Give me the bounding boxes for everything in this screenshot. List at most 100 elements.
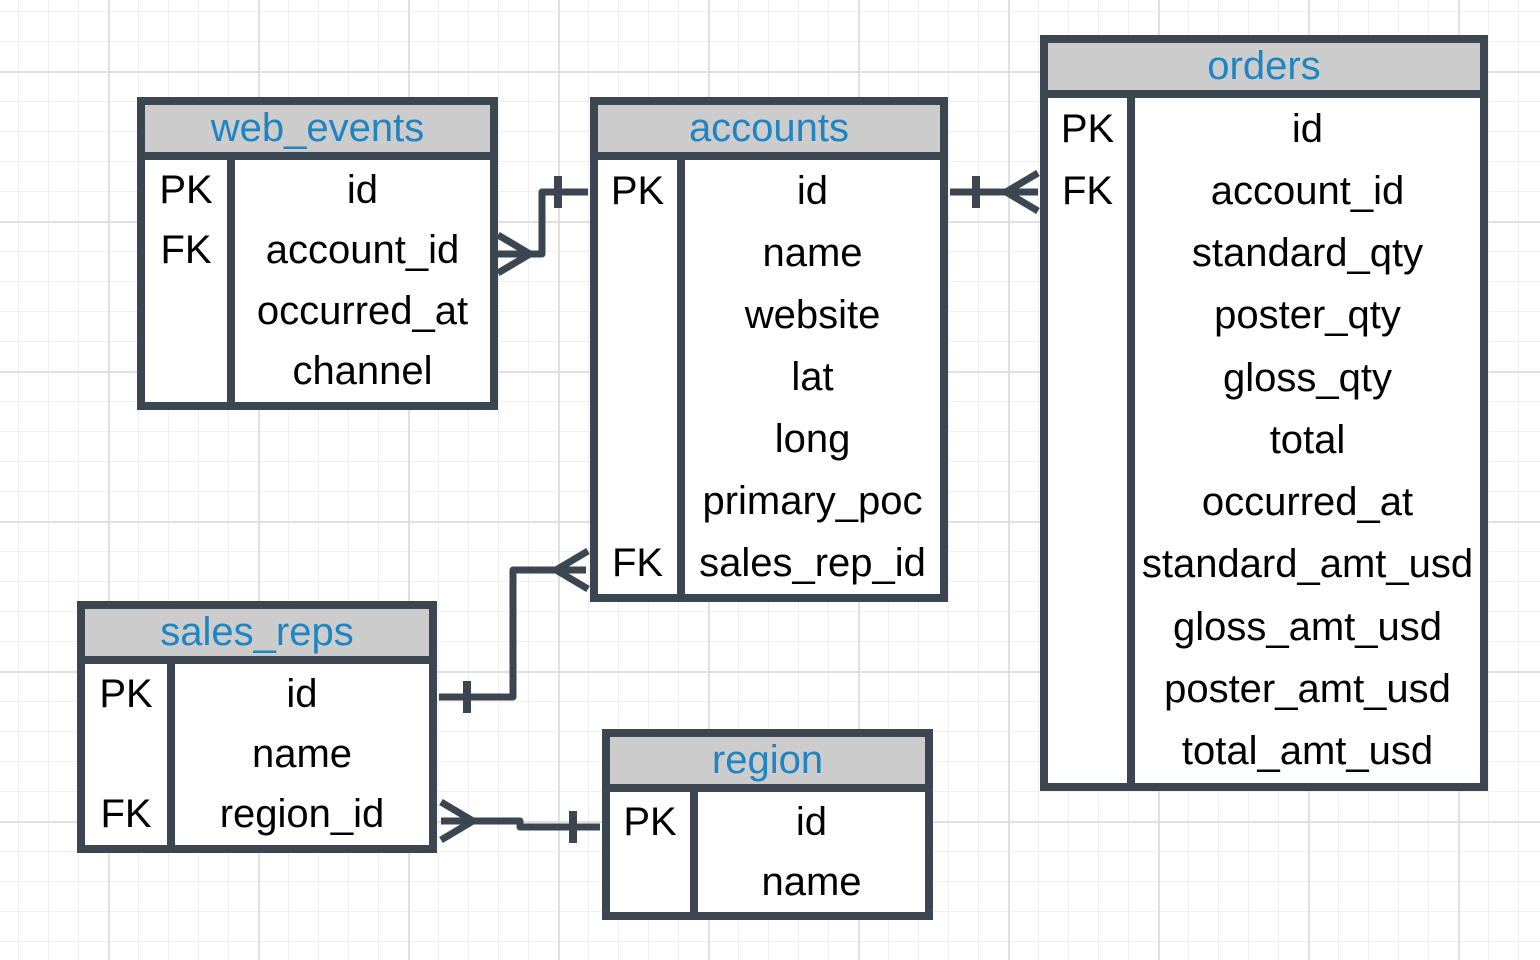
key-label bbox=[598, 346, 685, 408]
connector-line[interactable] bbox=[439, 566, 586, 701]
field-name: name bbox=[761, 859, 862, 904]
key-label bbox=[85, 724, 175, 785]
table-row[interactable]: FK region_id bbox=[85, 784, 429, 845]
field-name: id bbox=[796, 168, 829, 213]
key-label: FK bbox=[145, 220, 235, 281]
key-label bbox=[1048, 222, 1135, 285]
table-row[interactable]: gloss_amt_usd bbox=[1048, 596, 1480, 659]
table-row[interactable]: lat bbox=[598, 346, 940, 408]
table-row[interactable]: website bbox=[598, 284, 940, 346]
key-label bbox=[598, 470, 685, 532]
table-row[interactable]: PK id bbox=[85, 664, 429, 725]
key-label: FK bbox=[1048, 160, 1135, 223]
crow-foot-many-icon bbox=[554, 547, 590, 593]
relationship-orders-accounts[interactable] bbox=[950, 169, 1040, 215]
table-row[interactable]: gloss_qty bbox=[1048, 347, 1480, 410]
field-name: id bbox=[795, 799, 828, 844]
field-name: account_id bbox=[1210, 168, 1405, 213]
field-name: lat bbox=[791, 354, 834, 399]
key-label: PK bbox=[85, 664, 175, 725]
key-label bbox=[598, 408, 685, 470]
table-row[interactable]: PK id bbox=[145, 160, 490, 221]
table-row[interactable]: name bbox=[610, 852, 925, 912]
field-name: primary_poc bbox=[702, 478, 923, 523]
field-name: total_amt_usd bbox=[1181, 729, 1434, 774]
table-row[interactable]: FK sales_rep_id bbox=[598, 532, 940, 594]
key-label bbox=[1048, 284, 1135, 348]
key-label bbox=[598, 284, 685, 346]
key-label: FK bbox=[598, 532, 685, 594]
field-name: name bbox=[251, 731, 353, 776]
table-row[interactable]: name bbox=[598, 222, 940, 284]
crow-foot-many-icon bbox=[496, 231, 532, 277]
key-label: PK bbox=[598, 160, 685, 222]
relationship-sales_reps-region[interactable] bbox=[439, 798, 600, 844]
key-label: FK bbox=[85, 784, 175, 845]
relationship-web_events-accounts[interactable] bbox=[496, 176, 588, 277]
field-name: poster_amt_usd bbox=[1164, 667, 1451, 712]
field-name: id bbox=[286, 671, 318, 716]
key-label bbox=[1048, 720, 1135, 783]
table-row[interactable]: primary_poc bbox=[598, 470, 940, 532]
field-name: id bbox=[1291, 106, 1324, 151]
field-name: occurred_at bbox=[256, 288, 469, 333]
field-name: standard_amt_usd bbox=[1141, 542, 1474, 587]
table-row[interactable]: poster_amt_usd bbox=[1048, 658, 1480, 721]
key-label bbox=[598, 222, 685, 284]
key-label bbox=[1048, 533, 1135, 597]
table-row[interactable]: total bbox=[1048, 409, 1480, 472]
table-row[interactable]: standard_amt_usd bbox=[1048, 533, 1480, 597]
table-row[interactable]: FK account_id bbox=[1048, 160, 1480, 223]
table-row[interactable]: occurred_at bbox=[145, 281, 490, 342]
table-row[interactable]: occurred_at bbox=[1048, 471, 1480, 534]
key-label bbox=[1048, 471, 1135, 534]
key-label bbox=[145, 341, 235, 402]
connector-line[interactable] bbox=[441, 817, 600, 831]
table-title: web_events bbox=[145, 105, 490, 160]
field-name: channel bbox=[292, 349, 433, 394]
key-label: PK bbox=[1048, 98, 1135, 161]
field-name: website bbox=[744, 292, 881, 337]
table-title: orders bbox=[1048, 43, 1480, 98]
field-name: name bbox=[762, 230, 863, 275]
relationship-accounts-sales_reps[interactable] bbox=[439, 547, 590, 713]
table-title: sales_reps bbox=[85, 609, 429, 664]
crow-foot-many-icon bbox=[439, 798, 475, 844]
field-name: sales_rep_id bbox=[699, 540, 926, 585]
key-label bbox=[1048, 596, 1135, 659]
field-name: long bbox=[774, 416, 851, 461]
key-label bbox=[1048, 658, 1135, 721]
field-name: id bbox=[346, 167, 379, 212]
table-title: accounts bbox=[598, 105, 940, 160]
field-name: total bbox=[1269, 417, 1346, 462]
table-row[interactable]: standard_qty bbox=[1048, 222, 1480, 285]
table-row[interactable]: total_amt_usd bbox=[1048, 720, 1480, 783]
field-name: standard_qty bbox=[1191, 231, 1424, 276]
field-name: region_id bbox=[219, 792, 385, 837]
connector-line[interactable] bbox=[498, 188, 588, 258]
key-label bbox=[1048, 347, 1135, 410]
key-label: PK bbox=[145, 160, 235, 221]
table-row[interactable]: name bbox=[85, 724, 429, 785]
table-row[interactable]: poster_qty bbox=[1048, 284, 1480, 348]
field-name: poster_qty bbox=[1214, 293, 1401, 338]
table-row[interactable]: channel bbox=[145, 341, 490, 402]
table-row[interactable]: PK id bbox=[598, 160, 940, 222]
table-row[interactable]: PK id bbox=[1048, 98, 1480, 161]
key-label bbox=[610, 852, 698, 912]
table-row[interactable]: long bbox=[598, 408, 940, 470]
field-name: occurred_at bbox=[1201, 480, 1414, 525]
